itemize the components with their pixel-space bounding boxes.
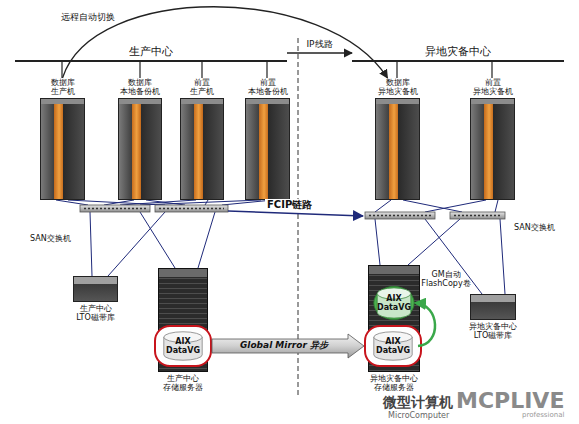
server-cabinet: 前置 异地灾备机 [470,78,515,200]
node-label: 数据库 本地备份机 [95,78,185,96]
annotation: professional [522,411,564,419]
annotation: MicroComputer [388,411,449,420]
node-label: 生产中心 LTO磁带库 [46,304,146,322]
storage-server: 生产中心 存储服务器AIX DataVG [158,268,208,372]
node-label: 异地灾备中心 存储服务器 [344,374,444,392]
flashcopy-volume: AIX DataVG [370,283,418,323]
node-label: 异地灾备中心 [352,44,564,60]
san-cabling [56,200,505,294]
node-label: AIX DataVG [366,337,420,355]
server-cabinet: 数据库 本地备份机 [118,78,162,200]
cabinet-body [118,98,162,200]
san-switch [365,212,435,219]
node-label: AIX DataVG [370,294,418,312]
cabinet-body [40,98,85,200]
fcip-link [228,211,363,216]
tape-library: 生产中心 LTO磁带库 [73,276,118,302]
flashcopy-arrow [416,303,435,346]
node-label: 生产中心 [15,44,287,60]
cabinet-body [245,98,290,200]
server-cabinet: 数据库 生产机 [40,78,85,200]
switch-ports [84,209,501,216]
annotation: SAN交换机 [30,234,71,243]
node-label: 前置 异地灾备机 [448,78,538,96]
volume-group: AIX DataVG [364,325,422,367]
cabinet-body [180,98,224,200]
node-label: 生产中心 存储服务器 [133,374,233,392]
tape-library: 异地灾备中心 LTO磁带库 [470,294,516,320]
site-bus: 异地灾备中心 [352,44,564,62]
server-cabinet: 数据库 异地灾备机 [375,78,420,200]
cabinet-body [375,98,420,200]
annotation: SAN交换机 [514,223,555,232]
edge-label: Global Mirror 异步 [240,341,328,351]
san-switch [80,205,150,212]
node-label: 前置 生产机 [157,78,247,96]
bus-drop [62,62,492,78]
node-label: 异地灾备中心 LTO磁带库 [443,322,543,340]
switchover-arc [63,7,388,78]
annotation: GM自动 FlashCopy卷 [418,270,474,288]
server-cabinet: 前置 生产机 [180,78,224,200]
server-cabinet: 前置 本地备份机 [245,78,290,200]
node-label: 数据库 生产机 [18,78,108,96]
node-label: 前置 本地备份机 [223,78,313,96]
mirror-arrow [212,334,364,358]
site-divider [298,38,299,395]
node-label: AIX DataVG [156,337,210,355]
site-bus: 生产中心 [15,44,287,62]
annotation: FCIP链路 [265,199,314,211]
tape-body [470,294,516,320]
cabinet-body [470,98,515,200]
edge-label: 远程自动切换 [61,13,115,23]
storage-server: 异地灾备中心 存储服务器AIX DataVGAIX DataVG [368,265,420,372]
annotation: MCPLIVE [456,388,564,413]
tape-body [73,276,118,302]
annotation: 微型计算机 [383,394,453,410]
edge-label: IP线路 [304,40,334,50]
ip-link [287,52,352,53]
volume-group: AIX DataVG [154,325,212,367]
node-label: 数据库 异地灾备机 [353,78,443,96]
